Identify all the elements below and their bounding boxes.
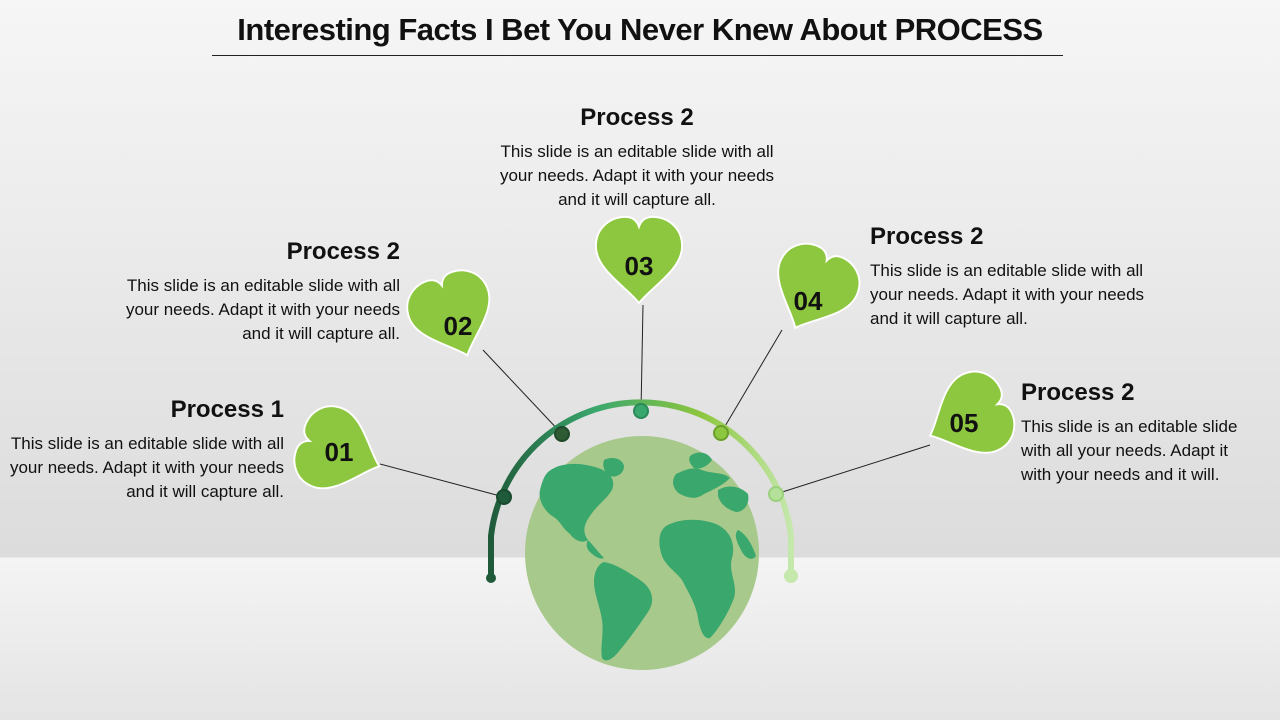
step-heading-02: Process 2 <box>286 238 400 265</box>
step-text-02: This slide is an editable slide with all… <box>125 276 400 343</box>
step-block-05: Process 2 This slide is an editable slid… <box>1021 379 1261 487</box>
title-underline <box>212 55 1063 56</box>
leaf-icon-05 <box>928 370 1016 454</box>
arc-node-05 <box>768 486 784 502</box>
globe-icon <box>525 436 759 670</box>
leaf-icon-03 <box>594 215 684 305</box>
slide-title: Interesting Facts I Bet You Never Knew A… <box>237 12 1043 47</box>
step-number-05: 05 <box>950 408 979 438</box>
step-block-04: Process 2 This slide is an editable slid… <box>870 223 1148 331</box>
step-heading-05: Process 2 <box>1021 379 1135 406</box>
progress-arc <box>488 399 794 581</box>
step-text-04: This slide is an editable slide with all… <box>870 261 1145 328</box>
arc-node-01 <box>496 489 512 505</box>
leaf-icon-02 <box>406 269 491 357</box>
step-text-05: This slide is an editable slide with all… <box>1021 417 1238 484</box>
step-block-01: Process 1 This slide is an editable slid… <box>8 396 284 504</box>
step-number-03: 03 <box>625 251 654 281</box>
step-block-02: Process 2 This slide is an editable slid… <box>122 238 400 346</box>
arc-end-dot-left <box>486 573 496 583</box>
leaf-icon-01 <box>293 405 381 490</box>
connector-line-03 <box>640 304 644 412</box>
arc-node-04 <box>713 425 729 441</box>
step-heading-04: Process 2 <box>870 223 984 250</box>
step-text-03: This slide is an editable slide with all… <box>499 142 775 209</box>
step-number-01: 01 <box>325 437 354 467</box>
step-text-01: This slide is an editable slide with all… <box>9 434 284 501</box>
arc-node-03 <box>633 403 649 419</box>
step-number-02: 02 <box>444 311 473 341</box>
arc-node-02 <box>554 426 570 442</box>
leaf-icon-04 <box>777 242 861 330</box>
step-number-04: 04 <box>794 286 823 316</box>
step-heading-03: Process 2 <box>580 104 694 131</box>
connector-line-02 <box>482 349 563 435</box>
connector-line-05 <box>775 444 931 495</box>
step-block-03: Process 2 This slide is an editable slid… <box>496 104 778 212</box>
connector-line-04 <box>720 329 783 434</box>
step-heading-01: Process 1 <box>170 396 284 423</box>
connector-line-01 <box>379 463 505 498</box>
connector-lines <box>379 304 931 498</box>
arc-end-dot-right <box>784 569 798 583</box>
